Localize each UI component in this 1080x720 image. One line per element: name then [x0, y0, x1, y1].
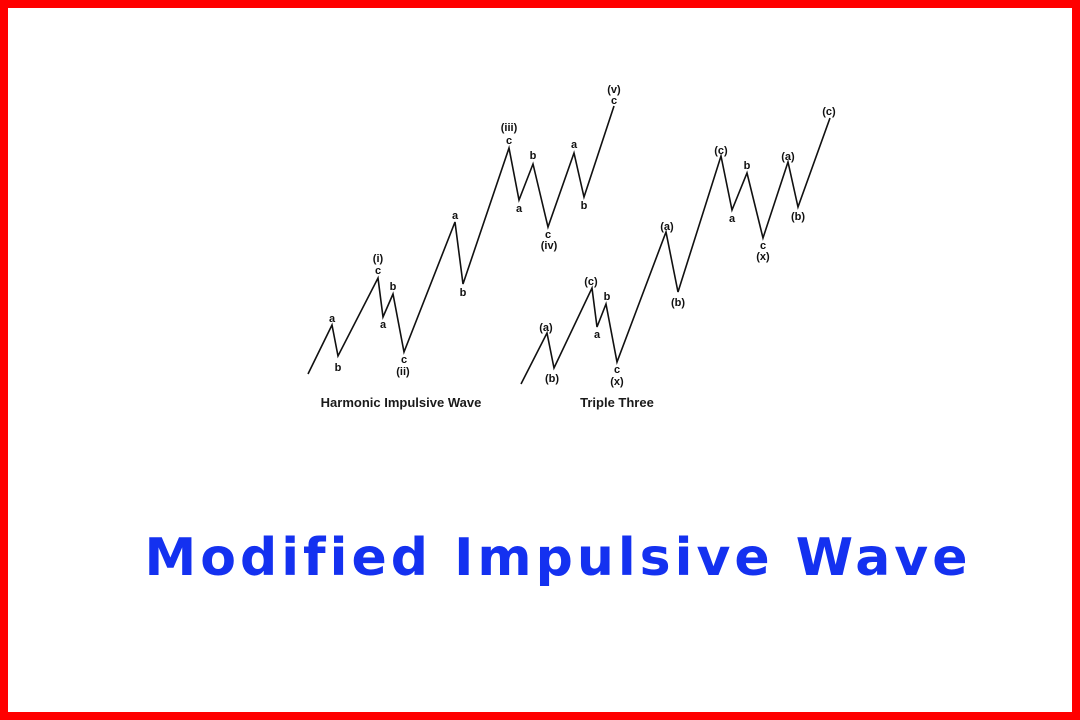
wave-label: c: [506, 135, 512, 147]
wave-label: (a): [539, 322, 553, 334]
wave-label: (a): [660, 221, 674, 233]
wave-label: (x): [756, 251, 770, 263]
wave-label: (b): [545, 373, 559, 385]
wave-label: (b): [671, 297, 685, 309]
harmonic-wave-path: [307, 105, 615, 375]
wave-label: c: [760, 240, 766, 252]
wave-label: (x): [610, 376, 624, 388]
wave-label: c: [375, 265, 381, 277]
triple-three-wave-path: [520, 117, 831, 385]
diagram-caption: Triple Three: [580, 395, 654, 410]
wave-label: b: [604, 291, 611, 303]
wave-label: (b): [791, 211, 805, 223]
wave-label: (c): [714, 145, 728, 157]
triple-three-diagram: (a) (b) (c) a b c (x) (a) (b) (c) a b c …: [520, 106, 836, 410]
wave-label: (c): [584, 276, 598, 288]
wave-label: a: [452, 210, 459, 222]
wave-label: (c): [822, 106, 836, 118]
wave-label: a: [729, 213, 736, 225]
wave-label: a: [380, 319, 387, 331]
wave-label: a: [594, 329, 601, 341]
wave-label: (iv): [541, 240, 558, 252]
wave-label: c: [545, 229, 551, 241]
wave-label: b: [335, 362, 342, 374]
wave-label: (v): [607, 84, 621, 96]
wave-label: (iii): [501, 122, 518, 134]
wave-label: a: [571, 139, 578, 151]
wave-label: c: [401, 354, 407, 366]
headline-title: Modified Impulsive Wave: [144, 528, 972, 588]
wave-label: (a): [781, 151, 795, 163]
wave-label: (ii): [396, 366, 410, 378]
wave-label: c: [611, 95, 617, 107]
wave-label: b: [581, 200, 588, 212]
wave-label: c: [614, 364, 620, 376]
wave-label: a: [516, 203, 523, 215]
harmonic-impulsive-wave-diagram: a b (i) c a b c (ii) a b (iii) c a b c (…: [307, 84, 621, 410]
diagram-caption: Harmonic Impulsive Wave: [321, 395, 482, 410]
wave-label: b: [460, 287, 467, 299]
wave-label: a: [329, 313, 336, 325]
wave-label: (i): [373, 253, 384, 265]
wave-label: b: [530, 150, 537, 162]
wave-label: b: [744, 160, 751, 172]
wave-label: b: [390, 281, 397, 293]
